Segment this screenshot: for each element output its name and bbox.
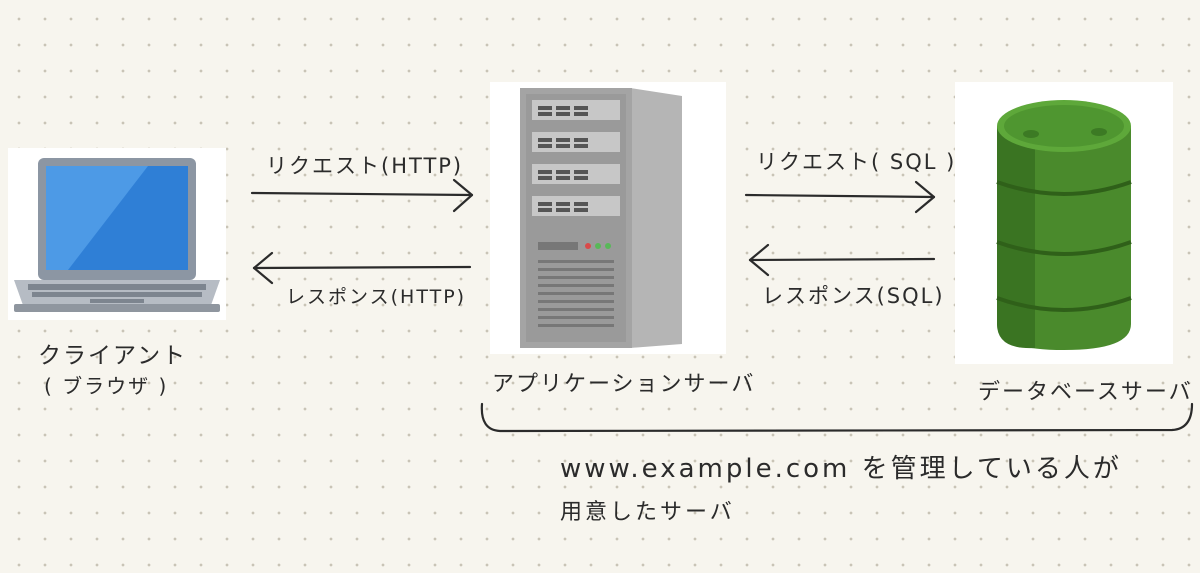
client-label: クライアント [38, 343, 188, 369]
sql-request-label: リクエスト( SQL ) [756, 150, 957, 174]
note-line-2: 用意したサーバ [560, 500, 735, 525]
db-server-label: データベースサーバ [978, 380, 1193, 405]
sql-response-arrow [748, 243, 936, 277]
server-tower-icon [520, 88, 682, 348]
note-line-1: www.example.com を管理している人が [560, 454, 1122, 484]
db-server-card [955, 82, 1173, 364]
http-request-label: リクエスト(HTTP) [266, 154, 464, 178]
laptop-icon [14, 158, 220, 312]
client-card [8, 148, 226, 320]
database-drum-icon [996, 100, 1132, 350]
server-group-brace [480, 402, 1194, 433]
http-request-arrow [250, 178, 474, 213]
client-sublabel: ( ブラウザ ) [44, 374, 169, 398]
app-server-card [490, 82, 726, 354]
http-response-label: レスポンス(HTTP) [286, 286, 467, 308]
app-server-label: アプリケーションサーバ [492, 372, 756, 397]
http-response-arrow [252, 251, 472, 285]
sql-response-label: レスポンス(SQL) [762, 284, 945, 308]
sql-request-arrow [744, 180, 936, 214]
